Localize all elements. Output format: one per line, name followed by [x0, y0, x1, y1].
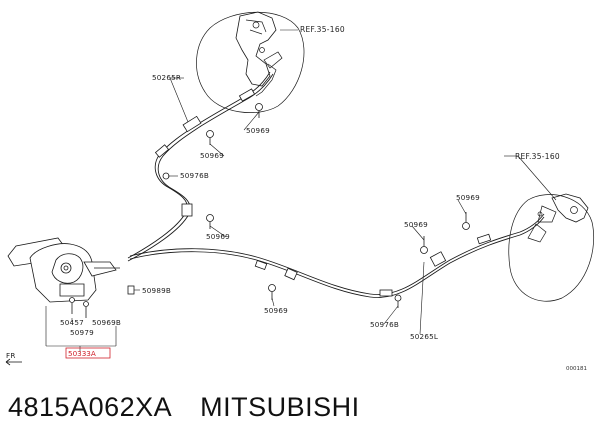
callout-ref-right: REF.35-160: [515, 152, 560, 161]
caption: 4815A062XA MITSUBISHI: [8, 392, 360, 423]
callout-bolt-b: 50969: [200, 151, 224, 160]
callout-bolt-d: 50969: [404, 220, 428, 229]
callout-bolt-e: 50969: [456, 193, 480, 202]
bolts: [127, 103, 470, 308]
brake-assembly-left: [508, 193, 595, 302]
callout-clamp-b: 50976B: [180, 171, 209, 180]
callout-clamp-b2: 50976B: [370, 320, 399, 329]
parking-brake-lever: [7, 237, 120, 318]
bolt-icon: [206, 130, 214, 145]
figure-id: 000181: [566, 366, 587, 372]
callout-lever-part: 50979: [70, 328, 94, 337]
front-label: FR: [6, 351, 16, 360]
callout-cable-right: 50265R: [152, 73, 181, 82]
callout-cable-left: 50265L: [410, 332, 438, 341]
parking-brake-cable-diagram: REF.35-160 REF.35-160 50265R 50969 50969…: [5, 11, 595, 372]
bolt-icon: [462, 212, 470, 230]
callout-bolt-c: 50969: [206, 232, 230, 241]
bolt-icon: [420, 236, 428, 254]
callout-nut: 50457: [60, 318, 84, 327]
cable-paths: [127, 71, 545, 298]
callout-screw-b: 50989B: [142, 286, 171, 295]
leader-lines: [45, 29, 557, 352]
callout-assembly: 50333A: [68, 349, 96, 358]
callout-bolt-f: 50969: [264, 306, 288, 315]
assembly-highlight-box: [65, 347, 111, 359]
part-number: 4815A062XA: [8, 392, 173, 422]
manufacturer: MITSUBISHI: [200, 392, 360, 422]
callout-screw-b2: 50969B: [92, 318, 121, 327]
bolt-icon: [206, 214, 214, 229]
bolt-icon: [255, 103, 263, 118]
bolt-icon: [127, 285, 135, 295]
front-arrow-icon: [5, 358, 22, 366]
cable-fittings: [154, 88, 492, 297]
callout-bolt-a: 50969: [246, 126, 270, 135]
bolt-icon: [268, 284, 276, 300]
bolt-icon: [394, 294, 402, 308]
callout-ref-top: REF.35-160: [300, 25, 345, 34]
brake-assembly-right: [196, 11, 305, 113]
